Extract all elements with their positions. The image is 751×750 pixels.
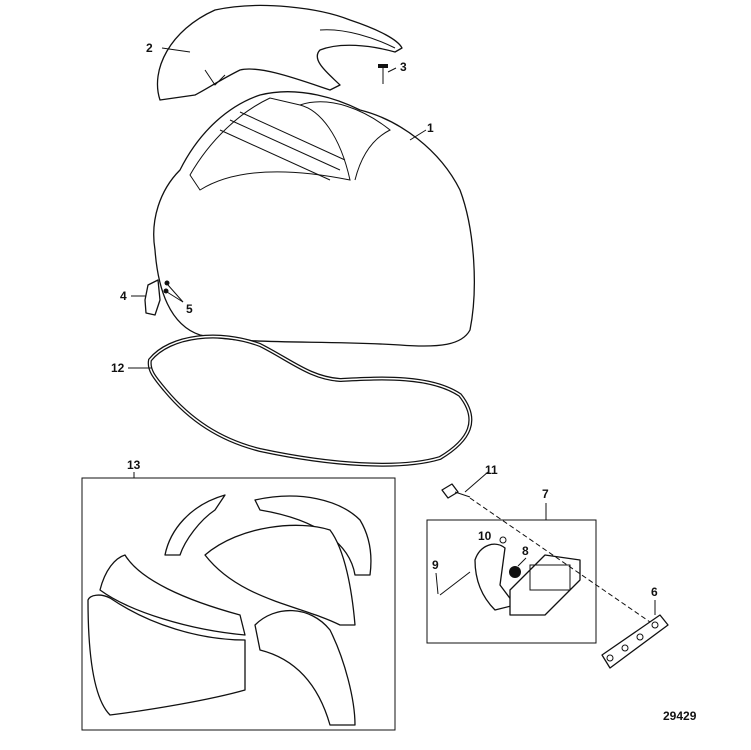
callout-10: 10 <box>478 529 492 543</box>
callout-3: 3 <box>400 60 407 74</box>
top-cowl-part <box>153 91 475 347</box>
latch-kit-box <box>426 519 597 644</box>
callout-9: 9 <box>432 558 439 572</box>
decal-kit-box <box>81 477 396 731</box>
callout-2: 2 <box>146 41 153 55</box>
leader-lines <box>128 47 656 615</box>
latch-parts <box>439 483 651 623</box>
callout-5: 5 <box>186 302 193 316</box>
callout-12: 12 <box>111 361 125 375</box>
callout-6: 6 <box>651 585 658 599</box>
callout-4: 4 <box>120 289 127 303</box>
callout-1: 1 <box>427 121 434 135</box>
callout-7: 7 <box>542 487 549 501</box>
callout-13: 13 <box>127 458 141 472</box>
decal-pieces <box>87 494 372 726</box>
seal-part <box>147 334 473 467</box>
latch-bracket-part <box>144 279 170 316</box>
top-cowl-cap-part <box>156 4 403 101</box>
callout-11: 11 <box>485 463 498 477</box>
figure-number: 29429 <box>663 709 697 723</box>
plate-part <box>601 614 669 669</box>
callout-8: 8 <box>522 544 529 558</box>
screw-part <box>378 64 388 84</box>
